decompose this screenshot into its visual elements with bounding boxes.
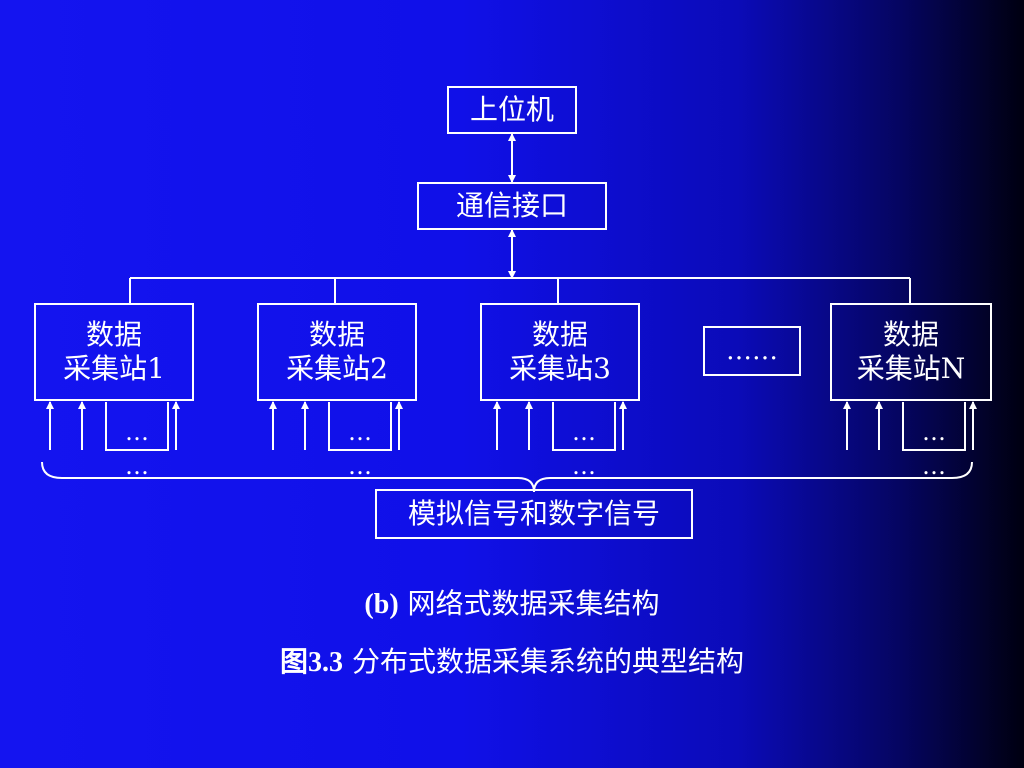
station-label-line2: 采集站N <box>856 352 966 385</box>
signals-label-box: 模拟信号和数字信号 <box>375 489 693 539</box>
station-box-n: 数据 采集站N <box>830 303 992 401</box>
ellipsis-label: …… <box>726 336 778 366</box>
station-label-line1: 数据 <box>882 318 939 351</box>
ellipsis-box: …… <box>703 326 801 376</box>
signal-ellipsis-nb: … <box>922 452 946 480</box>
station-box-1: 数据 采集站1 <box>34 303 194 401</box>
signal-ellipsis-1a: … <box>125 418 149 446</box>
figure-caption-text: 分布式数据采集系统的典型结构 <box>343 645 744 678</box>
station-box-3: 数据 采集站3 <box>480 303 640 401</box>
signal-inputs-n <box>843 401 977 451</box>
station-label-line1: 数据 <box>531 318 588 351</box>
comm-interface-label: 通信接口 <box>455 189 568 222</box>
signal-ellipsis-3b: … <box>572 452 596 480</box>
station-box-2: 数据 采集站2 <box>257 303 417 401</box>
signal-inputs-2 <box>269 401 403 451</box>
signal-ellipsis-2a: … <box>348 418 372 446</box>
host-computer-box: 上位机 <box>447 86 577 134</box>
signal-inputs-3 <box>493 401 627 451</box>
signal-ellipsis-1b: … <box>125 452 149 480</box>
figure-caption: 图3.3 分布式数据采集系统的典型结构 <box>0 640 1024 680</box>
signal-ellipsis-na: … <box>922 418 946 446</box>
station-label-line1: 数据 <box>85 318 142 351</box>
comm-interface-box: 通信接口 <box>417 182 607 230</box>
figure-caption-prefix: 图3.3 <box>280 647 344 678</box>
signal-inputs-1 <box>46 401 180 451</box>
station-label-line2: 采集站2 <box>286 352 388 385</box>
signals-brace <box>41 461 973 493</box>
signals-label: 模拟信号和数字信号 <box>407 497 660 530</box>
station-label-line1: 数据 <box>308 318 365 351</box>
host-computer-label: 上位机 <box>469 93 554 126</box>
station-label-line2: 采集站1 <box>63 352 165 385</box>
sub-caption-text: 网络式数据采集结构 <box>398 587 660 620</box>
sub-caption: (b) 网络式数据采集结构 <box>0 582 1024 622</box>
signal-ellipsis-2b: … <box>348 452 372 480</box>
sub-caption-prefix: (b) <box>364 589 399 620</box>
signal-ellipsis-3a: … <box>572 418 596 446</box>
station-label-line2: 采集站3 <box>509 352 611 385</box>
